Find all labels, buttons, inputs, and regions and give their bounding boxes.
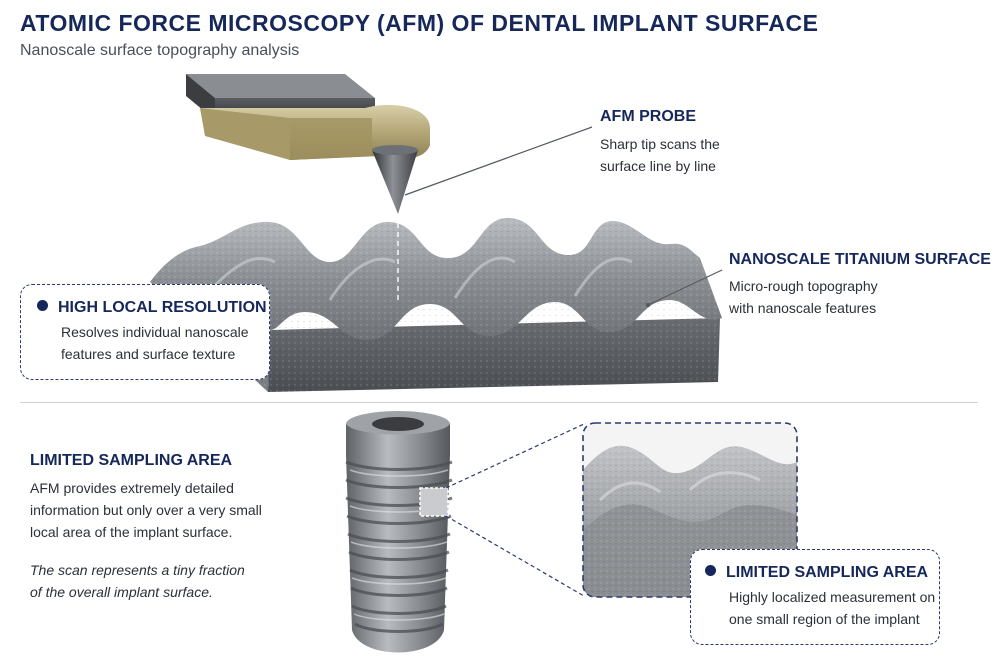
sampling-note-1: The scan represents a tiny fraction xyxy=(30,562,245,578)
sampling-box-heading: LIMITED SAMPLING AREA xyxy=(726,564,929,581)
dental-implant xyxy=(345,411,453,653)
sampling-line-2: information but only over a very small xyxy=(30,502,262,518)
resolution-line-1: Resolves individual nanoscale xyxy=(61,324,249,340)
afm-probe xyxy=(186,74,430,214)
bullet-dot-icon xyxy=(705,565,716,577)
surface-leader-line xyxy=(647,269,723,306)
probe-leader-line xyxy=(404,126,593,196)
sampling-line-3: local area of the implant surface. xyxy=(30,524,233,540)
probe-heading: AFM PROBE xyxy=(600,108,696,125)
section-divider xyxy=(20,402,978,403)
resolution-heading-row: HIGH LOCAL RESOLUTION xyxy=(37,299,269,317)
resolution-line-2: features and surface texture xyxy=(61,346,236,362)
bullet-dot-icon xyxy=(37,300,48,312)
sampling-note: The scan represents a tiny fraction of t… xyxy=(30,559,245,603)
resolution-description: Resolves individual nanoscale features a… xyxy=(37,321,269,365)
sampling-description: AFM provides extremely detailed informat… xyxy=(30,477,262,543)
titanium-surface xyxy=(150,217,722,392)
sampling-line-1: AFM provides extremely detailed xyxy=(30,480,234,496)
sampling-heading: LIMITED SAMPLING AREA xyxy=(30,452,233,469)
page-subtitle: Nanoscale surface topography analysis xyxy=(20,42,300,59)
zoom-line-top xyxy=(445,423,585,489)
surface-heading: NANOSCALE TITANIUM SURFACE xyxy=(729,251,991,268)
surface-description: Micro-rough topography with nanoscale fe… xyxy=(729,275,878,319)
resolution-callout: HIGH LOCAL RESOLUTION Resolves individua… xyxy=(20,284,270,380)
sampling-box-heading-row: LIMITED SAMPLING AREA xyxy=(705,564,939,582)
probe-description: Sharp tip scans the surface line by line xyxy=(600,133,720,177)
sampling-box-line-1: Highly localized measurement on xyxy=(729,589,936,605)
probe-line-1: Sharp tip scans the xyxy=(600,136,720,152)
surface-line-2: with nanoscale features xyxy=(729,300,877,316)
page-title: ATOMIC FORCE MICROSCOPY (AFM) OF DENTAL … xyxy=(20,10,819,36)
surface-line-1: Micro-rough topography xyxy=(729,278,878,294)
sampling-callout: LIMITED SAMPLING AREA Highly localized m… xyxy=(690,549,940,645)
sampling-box-line-2: one small region of the implant xyxy=(729,611,920,627)
probe-line-2: surface line by line xyxy=(600,158,716,174)
sampling-region-marker xyxy=(419,487,449,517)
sampling-box-description: Highly localized measurement on one smal… xyxy=(705,586,939,630)
resolution-heading: HIGH LOCAL RESOLUTION xyxy=(58,299,267,316)
zoom-line-bottom xyxy=(445,515,585,597)
sampling-note-2: of the overall implant surface. xyxy=(30,584,213,600)
